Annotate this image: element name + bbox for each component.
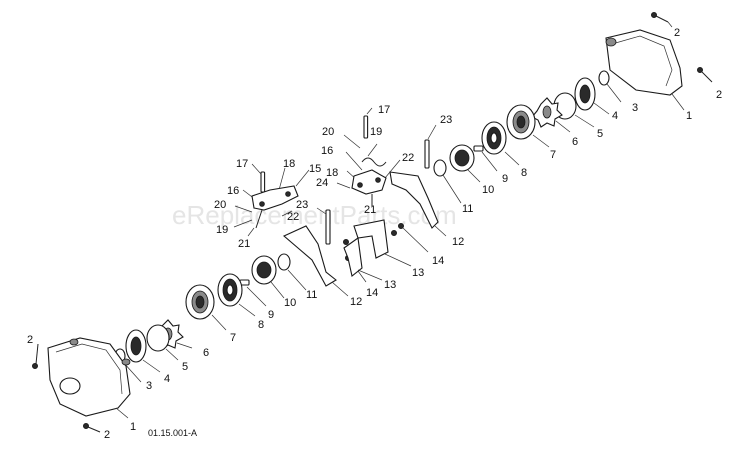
bracket-part-12-top[interactable] bbox=[389, 171, 439, 229]
catalog-code: 01.15.001-A bbox=[148, 428, 197, 438]
callout-21-left: 21 bbox=[238, 238, 250, 250]
key-part-9-top[interactable] bbox=[473, 145, 484, 152]
callout-3-top: 3 bbox=[632, 102, 638, 114]
callout-7-top: 7 bbox=[550, 149, 556, 161]
callout-14-bot: 14 bbox=[366, 287, 378, 299]
ring-part-3-top[interactable] bbox=[598, 70, 610, 86]
callout-5-bot: 5 bbox=[182, 361, 188, 373]
callout-19-left: 19 bbox=[216, 224, 228, 236]
bracket-part-13-bot[interactable] bbox=[343, 237, 363, 277]
callout-7-bot: 7 bbox=[230, 332, 236, 344]
callout-20-left: 20 bbox=[214, 199, 226, 211]
callout-2-right: 2 bbox=[716, 89, 722, 101]
pulley-part-8-top[interactable] bbox=[481, 121, 507, 155]
pulley-part-8-bot[interactable] bbox=[217, 273, 243, 307]
callout-22-mid: 22 bbox=[402, 152, 414, 164]
callout-9-bot: 9 bbox=[268, 309, 274, 321]
screw-part-2-top[interactable] bbox=[651, 11, 669, 23]
washer-part-11-top[interactable] bbox=[433, 159, 447, 177]
callout-1-bot: 1 bbox=[130, 421, 136, 433]
callout-8-bot: 8 bbox=[258, 319, 264, 331]
callout-15-left: 15 bbox=[309, 163, 321, 175]
rod-part-23-left[interactable] bbox=[325, 209, 331, 245]
callout-17-left: 17 bbox=[236, 158, 248, 170]
screw-part-2-bot[interactable] bbox=[83, 422, 101, 433]
callout-10-top: 10 bbox=[482, 184, 494, 196]
bracket-part-12-bot[interactable] bbox=[282, 225, 337, 287]
screw-part-2-right[interactable] bbox=[697, 67, 713, 83]
watermark-text: eReplacementParts.com bbox=[172, 200, 457, 230]
callout-22-left: 22 bbox=[287, 211, 299, 223]
callout-6-top: 6 bbox=[572, 136, 578, 148]
callout-21-mid: 21 bbox=[364, 204, 376, 216]
bearing-part-7-bot[interactable] bbox=[185, 284, 215, 320]
screw-part-2-left[interactable] bbox=[32, 343, 39, 369]
callout-8-top: 8 bbox=[521, 167, 527, 179]
callout-4-top: 4 bbox=[612, 110, 618, 122]
callout-1-top: 1 bbox=[686, 110, 692, 122]
callout-2-top: 2 bbox=[674, 27, 680, 39]
callout-23-left: 23 bbox=[296, 199, 308, 211]
washer-part-11-bot[interactable] bbox=[277, 253, 291, 271]
nut-part-14-top[interactable] bbox=[390, 222, 404, 236]
callout-11-bot: 11 bbox=[306, 289, 317, 301]
callout-12-top: 12 bbox=[452, 236, 464, 248]
callout-10-bot: 10 bbox=[284, 297, 296, 309]
callout-2-bot: 2 bbox=[104, 429, 110, 441]
callout-5-top: 5 bbox=[597, 128, 603, 140]
callout-18-left: 18 bbox=[283, 158, 295, 170]
callout-16-left: 16 bbox=[227, 185, 239, 197]
callout-4-bot: 4 bbox=[164, 373, 170, 385]
callout-14-top: 14 bbox=[432, 255, 444, 267]
callout-23-top: 23 bbox=[440, 114, 452, 126]
callout-20-mid: 20 bbox=[322, 126, 334, 138]
bearing-part-7-top[interactable] bbox=[506, 104, 536, 140]
gear-part-4-bot[interactable] bbox=[125, 329, 147, 363]
pin-part-17-mid[interactable] bbox=[363, 115, 369, 139]
callout-6-bot: 6 bbox=[203, 347, 209, 359]
callout-3-bot: 3 bbox=[146, 380, 152, 392]
oring-part-5-bot[interactable] bbox=[146, 324, 170, 352]
callout-2-left: 2 bbox=[27, 334, 33, 346]
callout-13-top: 13 bbox=[412, 267, 424, 279]
lever-assembly-left[interactable] bbox=[251, 185, 299, 229]
spring-part-19-mid[interactable] bbox=[361, 157, 387, 167]
cover-part-1-bot[interactable] bbox=[47, 337, 131, 417]
callout-11-top: 11 bbox=[462, 203, 473, 215]
cover-part-1-top[interactable] bbox=[605, 29, 683, 96]
callout-16-mid: 16 bbox=[321, 145, 333, 157]
lever-assembly-mid[interactable] bbox=[351, 169, 387, 206]
callout-19-mid: 19 bbox=[370, 126, 382, 138]
gear-part-4-top[interactable] bbox=[574, 77, 596, 111]
callout-24-mid: 24 bbox=[316, 177, 328, 189]
callout-12-bot: 12 bbox=[350, 296, 362, 308]
gear-part-10-bot[interactable] bbox=[251, 255, 277, 285]
pin-part-17-left[interactable] bbox=[260, 171, 266, 193]
callout-17-mid: 17 bbox=[378, 104, 390, 116]
rod-part-23-top[interactable] bbox=[424, 139, 430, 169]
callout-13-bot: 13 bbox=[384, 279, 396, 291]
callout-18-mid: 18 bbox=[326, 167, 338, 179]
gear-part-10-top[interactable] bbox=[449, 144, 475, 172]
callout-9-top: 9 bbox=[502, 173, 508, 185]
